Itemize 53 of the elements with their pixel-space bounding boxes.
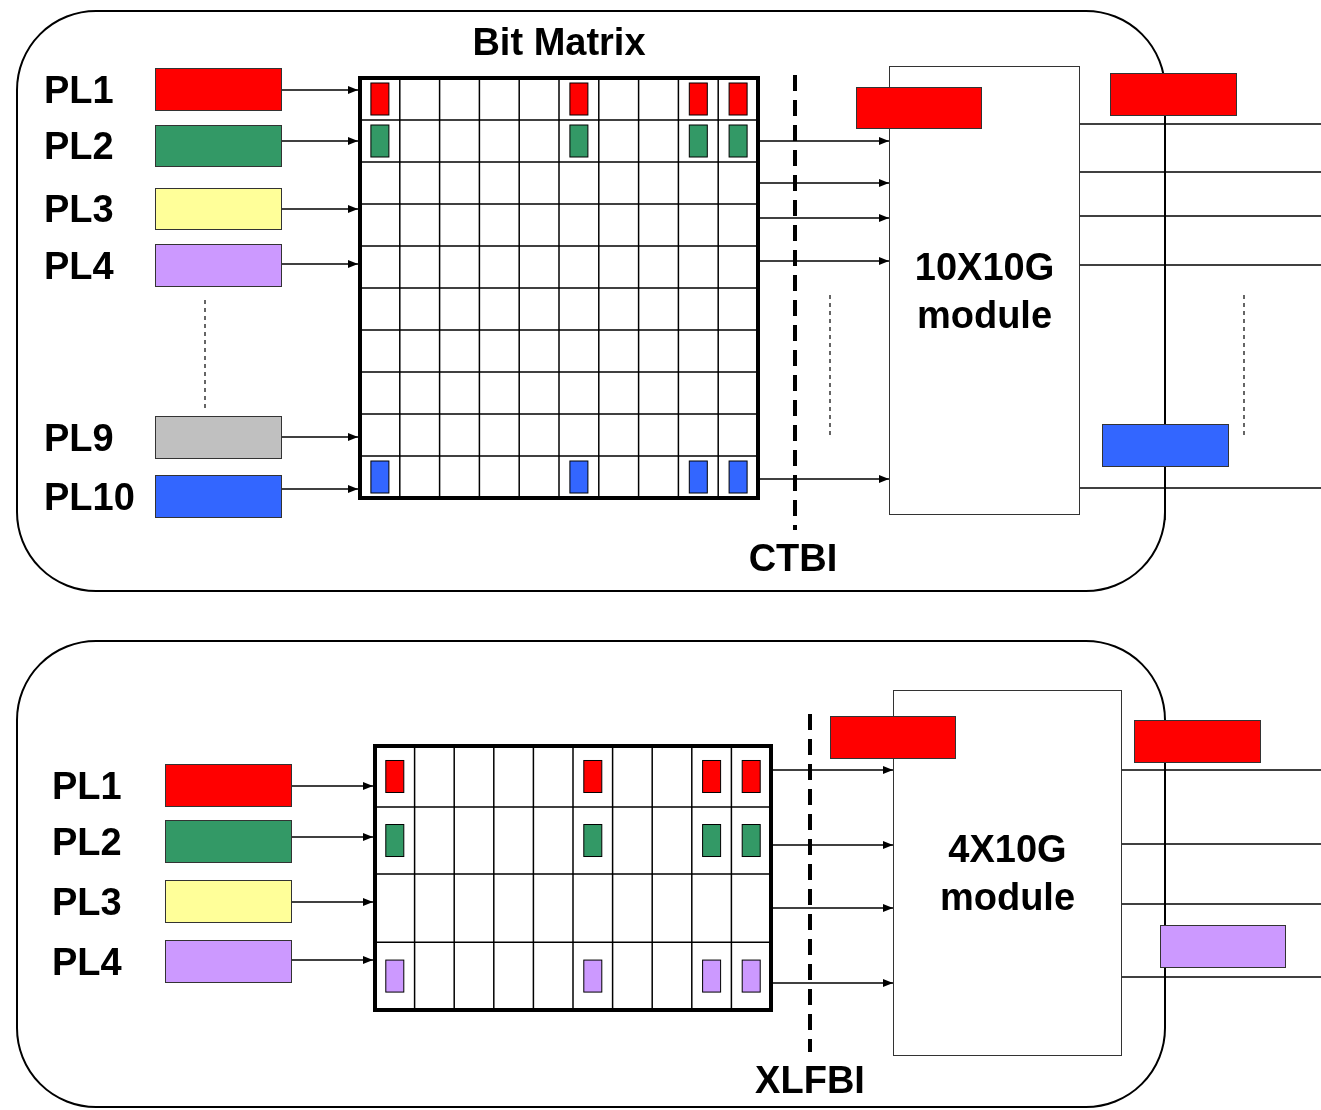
arrow bbox=[772, 979, 894, 987]
arrow bbox=[291, 782, 374, 790]
port-label: PL3 bbox=[52, 879, 122, 924]
port-label: PL10 bbox=[44, 474, 135, 519]
interface-label: CTBI bbox=[748, 536, 838, 580]
panel-outline bbox=[16, 10, 1166, 592]
port-label: PL4 bbox=[52, 939, 122, 984]
arrow bbox=[772, 904, 894, 912]
color-bar bbox=[856, 87, 982, 129]
port-label: PL2 bbox=[44, 124, 114, 168]
color-bar bbox=[1110, 73, 1237, 116]
arrow bbox=[281, 260, 359, 268]
arrow bbox=[281, 433, 359, 441]
arrow bbox=[291, 898, 374, 906]
matrix-title: Bit Matrix bbox=[471, 20, 647, 64]
arrow bbox=[759, 179, 890, 187]
port-label: PL4 bbox=[44, 243, 114, 288]
connector-line bbox=[1079, 215, 1321, 217]
port-label: PL9 bbox=[44, 415, 114, 460]
arrow bbox=[281, 137, 359, 145]
arrow bbox=[281, 205, 359, 213]
arrow bbox=[759, 137, 890, 145]
module-box bbox=[889, 66, 1080, 515]
connector-line bbox=[1121, 843, 1321, 845]
color-bar bbox=[1160, 925, 1286, 968]
connector-line bbox=[1079, 123, 1321, 125]
arrow bbox=[281, 485, 359, 493]
connector-line bbox=[1121, 769, 1321, 771]
port-label: PL1 bbox=[52, 763, 122, 808]
color-bar bbox=[1134, 720, 1261, 763]
color-bar bbox=[1102, 424, 1229, 467]
connector-line bbox=[1121, 976, 1321, 978]
arrow bbox=[759, 475, 890, 483]
arrow bbox=[281, 86, 359, 94]
module-label: 4X10G module bbox=[938, 827, 1077, 920]
panel-outline bbox=[16, 640, 1166, 1108]
connector-line bbox=[1121, 903, 1321, 905]
color-bar bbox=[830, 716, 956, 759]
port-label: PL2 bbox=[52, 819, 122, 864]
arrow bbox=[772, 766, 894, 774]
arrow bbox=[291, 956, 374, 964]
arrow bbox=[291, 833, 374, 841]
interface-label: XLFBI bbox=[755, 1058, 865, 1102]
arrow bbox=[772, 841, 894, 849]
arrow bbox=[759, 257, 890, 265]
port-label: PL1 bbox=[44, 67, 114, 112]
module-box bbox=[893, 690, 1122, 1056]
connector-line bbox=[1079, 264, 1321, 266]
port-label: PL3 bbox=[44, 187, 114, 231]
connector-line bbox=[1079, 487, 1321, 489]
connector-line bbox=[1079, 171, 1321, 173]
module-label: 10X10G module bbox=[913, 244, 1056, 338]
arrow bbox=[759, 214, 890, 222]
